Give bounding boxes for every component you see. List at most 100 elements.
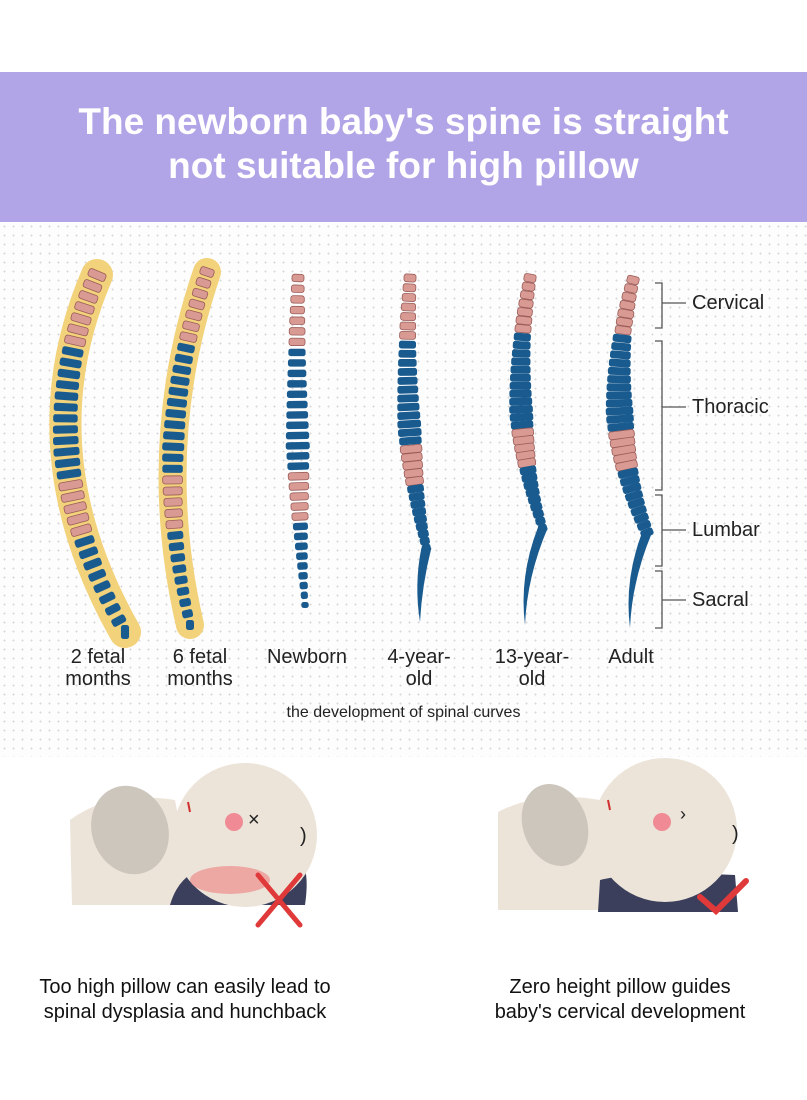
- vertebra-blue: [177, 342, 195, 354]
- vertebra-pink: [516, 307, 533, 317]
- dotted-background: [0, 222, 807, 757]
- vertebra-blue: [523, 480, 539, 491]
- vertebra-blue: [299, 581, 308, 590]
- spine-development-diagram: [49, 258, 686, 648]
- vertebra-blue: [397, 376, 418, 385]
- spine-2: [285, 273, 310, 608]
- vertebra-blue: [622, 482, 642, 494]
- vertebra-pink: [626, 274, 640, 286]
- spine-1: [158, 258, 221, 639]
- vertebra-blue: [54, 391, 79, 401]
- vertebra-blue: [167, 530, 184, 540]
- vertebra-blue: [509, 397, 533, 406]
- vertebra-blue: [398, 340, 417, 349]
- vertebra-pink: [162, 486, 183, 496]
- vertebra-blue: [286, 400, 308, 409]
- spine-0: [49, 259, 141, 648]
- vertebra-blue: [111, 614, 127, 627]
- vertebra-pink: [615, 316, 633, 328]
- vertebra-blue: [606, 391, 632, 400]
- vertebra-blue: [397, 367, 418, 376]
- vertebra-pink: [164, 508, 183, 518]
- vertebra-pink: [288, 337, 306, 347]
- sacrum: [417, 548, 432, 622]
- vertebra-blue: [607, 421, 635, 432]
- vertebra-blue: [611, 342, 632, 352]
- vertebra-blue: [166, 397, 188, 408]
- vertebra-blue: [170, 375, 190, 386]
- baby-head-bad: [173, 763, 317, 907]
- vertebra-pink: [66, 512, 90, 526]
- stage-label-newborn: Newborn: [266, 646, 348, 668]
- vertebra-blue: [288, 348, 306, 357]
- vertebra-blue: [170, 553, 186, 563]
- vertebra-pink: [519, 290, 535, 301]
- vertebra-blue: [605, 406, 634, 416]
- vertebra-blue: [527, 494, 542, 505]
- vertebra-blue: [605, 398, 633, 408]
- vertebra-blue: [608, 358, 631, 368]
- vertebra-blue: [509, 404, 533, 414]
- vertebra-blue: [172, 364, 192, 375]
- vertebra-pink: [290, 284, 305, 293]
- vertebra-pink: [289, 492, 309, 501]
- baby-head-good: [593, 758, 737, 902]
- vertebra-blue: [417, 529, 429, 539]
- vertebra-blue: [120, 625, 130, 639]
- segment-label-thoracic: Thoracic: [692, 396, 769, 418]
- vertebra-pink: [623, 283, 639, 294]
- vertebra-pink: [399, 330, 417, 340]
- vertebra-blue: [509, 381, 532, 390]
- vertebra-blue: [298, 571, 308, 580]
- diagram-caption: the development of spinal curves: [286, 704, 521, 721]
- vertebra-pink: [288, 481, 310, 491]
- vertebra-blue: [292, 522, 308, 531]
- vertebra-pink: [515, 315, 533, 326]
- vertebra-blue: [287, 359, 306, 367]
- vertebra-pink: [514, 323, 532, 334]
- vertebra-pink: [290, 295, 305, 304]
- vertebra-pink: [64, 334, 87, 348]
- vertebra-blue: [521, 472, 538, 483]
- vertebra-blue: [55, 380, 80, 391]
- vertebra-blue: [619, 475, 640, 487]
- sacrum: [628, 532, 652, 628]
- vertebra-blue: [185, 620, 195, 630]
- vertebra-blue: [162, 442, 185, 452]
- vertebra-blue: [293, 532, 308, 541]
- vertebra-blue: [287, 462, 310, 471]
- vertebra-pink: [165, 519, 184, 530]
- vertebra-blue: [519, 465, 537, 476]
- vertebra-blue: [607, 366, 631, 376]
- vertebra-blue: [286, 390, 308, 399]
- vertebra-pink: [70, 523, 93, 537]
- vertebra-pink: [621, 291, 637, 303]
- stage-label-4-year: 4-year-old: [387, 646, 451, 690]
- stage-label-13-year: 13-year-old: [494, 646, 570, 690]
- vertebra-blue: [415, 521, 428, 532]
- vertebra-blue: [53, 414, 78, 423]
- vertebra-blue: [83, 557, 102, 571]
- vertebra-blue: [172, 564, 187, 574]
- spine-4: [509, 273, 548, 625]
- vertebra-blue: [607, 375, 631, 384]
- vertebra-blue: [179, 597, 192, 608]
- vertebra-blue: [397, 419, 422, 429]
- vertebra-pink: [70, 312, 92, 326]
- segment-label-cervical: Cervical: [692, 292, 765, 314]
- vertebra-pink: [290, 502, 309, 511]
- vertebra-blue: [294, 542, 308, 551]
- vertebra-blue: [286, 411, 309, 419]
- vertebra-blue: [168, 386, 189, 397]
- vertebra-blue: [509, 389, 532, 398]
- flat-pillow-base: [598, 873, 738, 912]
- bad-pillow-illustration: × ): [70, 763, 317, 928]
- vertebra-blue: [168, 542, 185, 552]
- vertebra-blue: [510, 420, 534, 430]
- vertebra-blue: [609, 350, 631, 360]
- segment-bracket-3: [655, 570, 686, 629]
- vertebra-blue: [397, 394, 419, 403]
- vertebra-pink: [199, 266, 215, 278]
- neck-strain-glow: [190, 866, 270, 894]
